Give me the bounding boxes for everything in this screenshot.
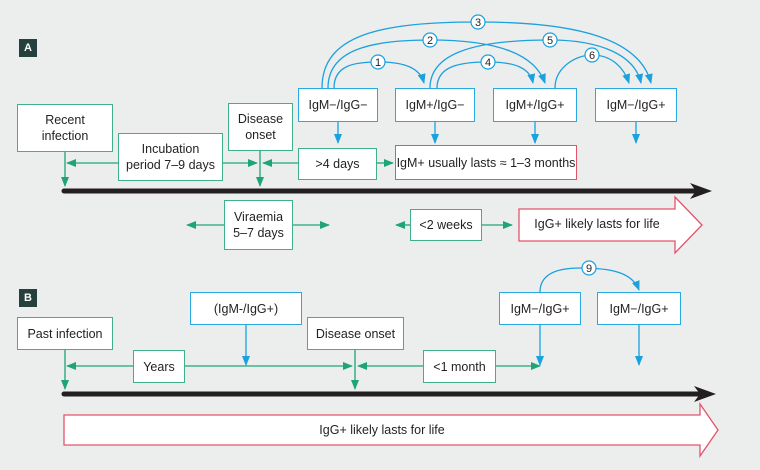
timeline-a <box>61 183 712 199</box>
disease-onset-box-a: Disease onset <box>228 103 293 151</box>
incubation-box: Incubation period 7–9 days <box>118 133 223 181</box>
timeline-b <box>61 386 716 402</box>
svg-text:1: 1 <box>375 57 381 69</box>
lt1month-box: <1 month <box>423 350 496 383</box>
igg-duration-label-a: IgG+ likely lasts for life <box>534 217 660 231</box>
green-connectors-b <box>61 350 541 390</box>
lt2weeks-box: <2 weeks <box>410 209 482 241</box>
incubation-line2: period 7–9 days <box>126 158 215 172</box>
prior-state-box: (IgM-/IgG+) <box>190 292 302 325</box>
incubation-line1: Incubation <box>141 142 200 156</box>
state-box-b-2: IgM−/IgG+ <box>597 292 681 325</box>
badge-9: 9 <box>581 260 597 276</box>
gt4days-box: >4 days <box>298 148 377 180</box>
disease-onset-line2: onset <box>245 128 276 142</box>
recent-infection-box: Recent infection <box>17 104 113 152</box>
svg-text:6: 6 <box>589 50 595 62</box>
blue-connectors-a <box>334 122 640 144</box>
disease-onset-line1: Disease <box>237 112 284 126</box>
green-connectors-a <box>61 148 513 229</box>
state-box-igm-neg-igg-pos: IgM−/IgG+ <box>595 88 677 122</box>
transition-badges: 1 2 3 4 5 6 9 <box>370 14 600 276</box>
disease-onset-box-b: Disease onset <box>307 317 404 350</box>
timeline-b-arrowhead <box>694 386 716 402</box>
svg-text:3: 3 <box>475 17 481 29</box>
state-box-igm-neg-igg-neg: IgM−/IgG− <box>298 88 378 122</box>
past-infection-box: Past infection <box>17 317 113 350</box>
badge-6: 6 <box>584 47 600 63</box>
state-box-b-1: IgM−/IgG+ <box>499 292 581 325</box>
igm-duration-box: IgM+ usually lasts ≈ 1–3 months <box>395 145 577 180</box>
arc-9 <box>539 267 640 293</box>
recent-infection-line1: Recent <box>45 113 85 127</box>
state-box-igm-pos-igg-neg: IgM+/IgG− <box>395 88 475 122</box>
igg-lifelong-arrow-a <box>518 195 703 255</box>
panel-label-a: A <box>19 39 37 57</box>
badge-1: 1 <box>370 54 386 70</box>
badge-4: 4 <box>480 54 496 70</box>
blue-connectors-b <box>242 267 643 366</box>
igg-duration-label-b: IgG+ likely lasts for life <box>319 423 445 437</box>
badge-2: 2 <box>422 32 438 48</box>
recent-infection-line2: infection <box>41 129 89 143</box>
svg-text:5: 5 <box>547 35 553 47</box>
panel-label-b: B <box>19 289 37 307</box>
timeline-a-arrowhead <box>690 183 712 199</box>
badge-5: 5 <box>542 32 558 48</box>
viraemia-box: Viraemia 5–7 days <box>224 200 293 250</box>
badge-3: 3 <box>470 14 486 30</box>
viraemia-line2: 5–7 days <box>233 226 284 240</box>
years-box: Years <box>133 350 185 383</box>
igg-lifelong-arrow-b <box>63 401 719 459</box>
svg-text:2: 2 <box>427 35 433 47</box>
svg-text:4: 4 <box>485 57 491 69</box>
viraemia-line1: Viraemia <box>233 210 284 224</box>
state-box-igm-pos-igg-pos: IgM+/IgG+ <box>493 88 577 122</box>
svg-text:9: 9 <box>586 263 592 275</box>
